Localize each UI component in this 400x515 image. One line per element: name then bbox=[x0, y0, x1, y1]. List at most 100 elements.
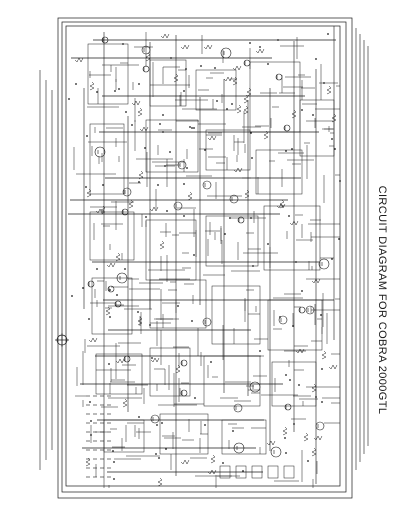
resistor-symbol bbox=[295, 348, 305, 354]
circuit-stage-block bbox=[145, 119, 199, 173]
junction-dot bbox=[193, 254, 195, 256]
junction-dot bbox=[334, 148, 336, 150]
resistor-symbol bbox=[266, 440, 276, 446]
resistor-symbol bbox=[95, 208, 105, 214]
junction-dot bbox=[232, 430, 234, 432]
junction-dot bbox=[279, 316, 281, 318]
resistor-symbol bbox=[232, 65, 242, 71]
resistor-symbol bbox=[233, 167, 243, 173]
junction-dot bbox=[131, 124, 133, 126]
junction-dot bbox=[183, 90, 185, 92]
junction-dot bbox=[323, 82, 325, 84]
resistor-symbol bbox=[246, 87, 252, 97]
junction-dot bbox=[331, 258, 333, 260]
junction-dot bbox=[307, 460, 309, 462]
junction-dot bbox=[170, 57, 172, 59]
junction-dot bbox=[301, 290, 303, 292]
junction-dot bbox=[68, 98, 70, 100]
junction-dot bbox=[161, 422, 163, 424]
junction-dot bbox=[291, 148, 293, 150]
junction-dot bbox=[164, 165, 166, 167]
circuit-stage-block bbox=[95, 353, 143, 395]
junction-dot bbox=[216, 100, 218, 102]
resistor-symbol bbox=[105, 306, 111, 316]
resistor-symbol bbox=[150, 357, 160, 363]
junction-dot bbox=[222, 462, 224, 464]
junction-dot bbox=[177, 305, 179, 307]
transistor-symbol bbox=[121, 208, 129, 216]
resistor-symbol bbox=[180, 459, 190, 465]
transistor-symbol bbox=[173, 201, 183, 211]
junction-dot bbox=[138, 181, 140, 183]
junction-dot bbox=[125, 111, 127, 113]
junction-dot bbox=[242, 470, 244, 472]
resistor-symbol bbox=[321, 350, 327, 360]
resistor-symbol bbox=[210, 454, 216, 464]
transistor-symbol bbox=[141, 45, 151, 55]
transistor-symbol bbox=[305, 305, 315, 315]
transistor-symbol bbox=[177, 160, 187, 170]
junction-dot bbox=[327, 33, 329, 35]
junction-dot bbox=[71, 295, 73, 297]
junction-dot bbox=[89, 401, 91, 403]
junction-dot bbox=[189, 126, 191, 128]
junction-dot bbox=[169, 151, 171, 153]
circuit-stage-block bbox=[271, 361, 317, 407]
schematic-bus-lines bbox=[68, 26, 336, 484]
circuit-stage-block bbox=[149, 347, 191, 397]
junction-dot bbox=[185, 68, 187, 70]
schematic-transistor-symbols bbox=[87, 36, 330, 458]
junction-dot bbox=[285, 374, 287, 376]
circuit-stage-block bbox=[267, 299, 323, 351]
junction-dot bbox=[321, 401, 323, 403]
junction-dot bbox=[312, 114, 314, 116]
circuit-stage-block bbox=[205, 215, 259, 267]
transistor-symbol bbox=[229, 194, 239, 204]
resistor-symbol bbox=[187, 191, 193, 201]
transistor-symbol bbox=[243, 59, 251, 67]
transistor-symbol bbox=[94, 146, 106, 158]
junction-dot bbox=[159, 123, 161, 125]
resistor-symbol bbox=[236, 104, 242, 114]
transistor-symbol bbox=[270, 446, 282, 458]
resistor-symbol bbox=[100, 205, 106, 215]
transistor-symbol bbox=[202, 317, 212, 327]
junction-dot bbox=[162, 131, 164, 133]
resistor-symbol bbox=[157, 477, 163, 487]
junction-dot bbox=[252, 265, 254, 267]
connector-block bbox=[283, 465, 295, 479]
transistor-symbol bbox=[142, 65, 150, 73]
junction-dot bbox=[315, 396, 317, 398]
junction-dot bbox=[259, 46, 261, 48]
connector-block bbox=[235, 465, 247, 479]
resistor-symbol bbox=[137, 107, 143, 117]
junction-dot bbox=[90, 434, 92, 436]
junction-dot bbox=[285, 150, 287, 152]
junction-dot bbox=[289, 379, 291, 381]
transistor-symbol bbox=[180, 359, 188, 367]
junction-dot bbox=[320, 314, 322, 316]
junction-dot bbox=[82, 287, 84, 289]
junction-dot bbox=[96, 91, 98, 93]
junction-dot bbox=[149, 324, 151, 326]
junction-dot bbox=[204, 149, 206, 151]
junction-dot bbox=[138, 83, 140, 85]
junction-dot bbox=[157, 184, 159, 186]
schematic-resistor-symbols bbox=[74, 33, 338, 487]
resistor-symbol bbox=[145, 52, 151, 62]
junction-dot bbox=[90, 420, 92, 422]
resistor-symbol bbox=[149, 206, 159, 212]
resistor-symbol bbox=[180, 44, 190, 50]
resistor-symbol bbox=[85, 457, 91, 467]
circuit-stage-block bbox=[255, 149, 303, 195]
transistor-symbol bbox=[233, 403, 243, 413]
resistor-symbol bbox=[207, 469, 217, 475]
junction-dot bbox=[229, 217, 231, 219]
junction-dot bbox=[151, 357, 153, 359]
junction-dot bbox=[339, 180, 341, 182]
resistor-symbol bbox=[139, 126, 149, 132]
resistor-symbol bbox=[106, 262, 116, 268]
junction-dot bbox=[109, 316, 111, 318]
junction-dot bbox=[112, 450, 114, 452]
